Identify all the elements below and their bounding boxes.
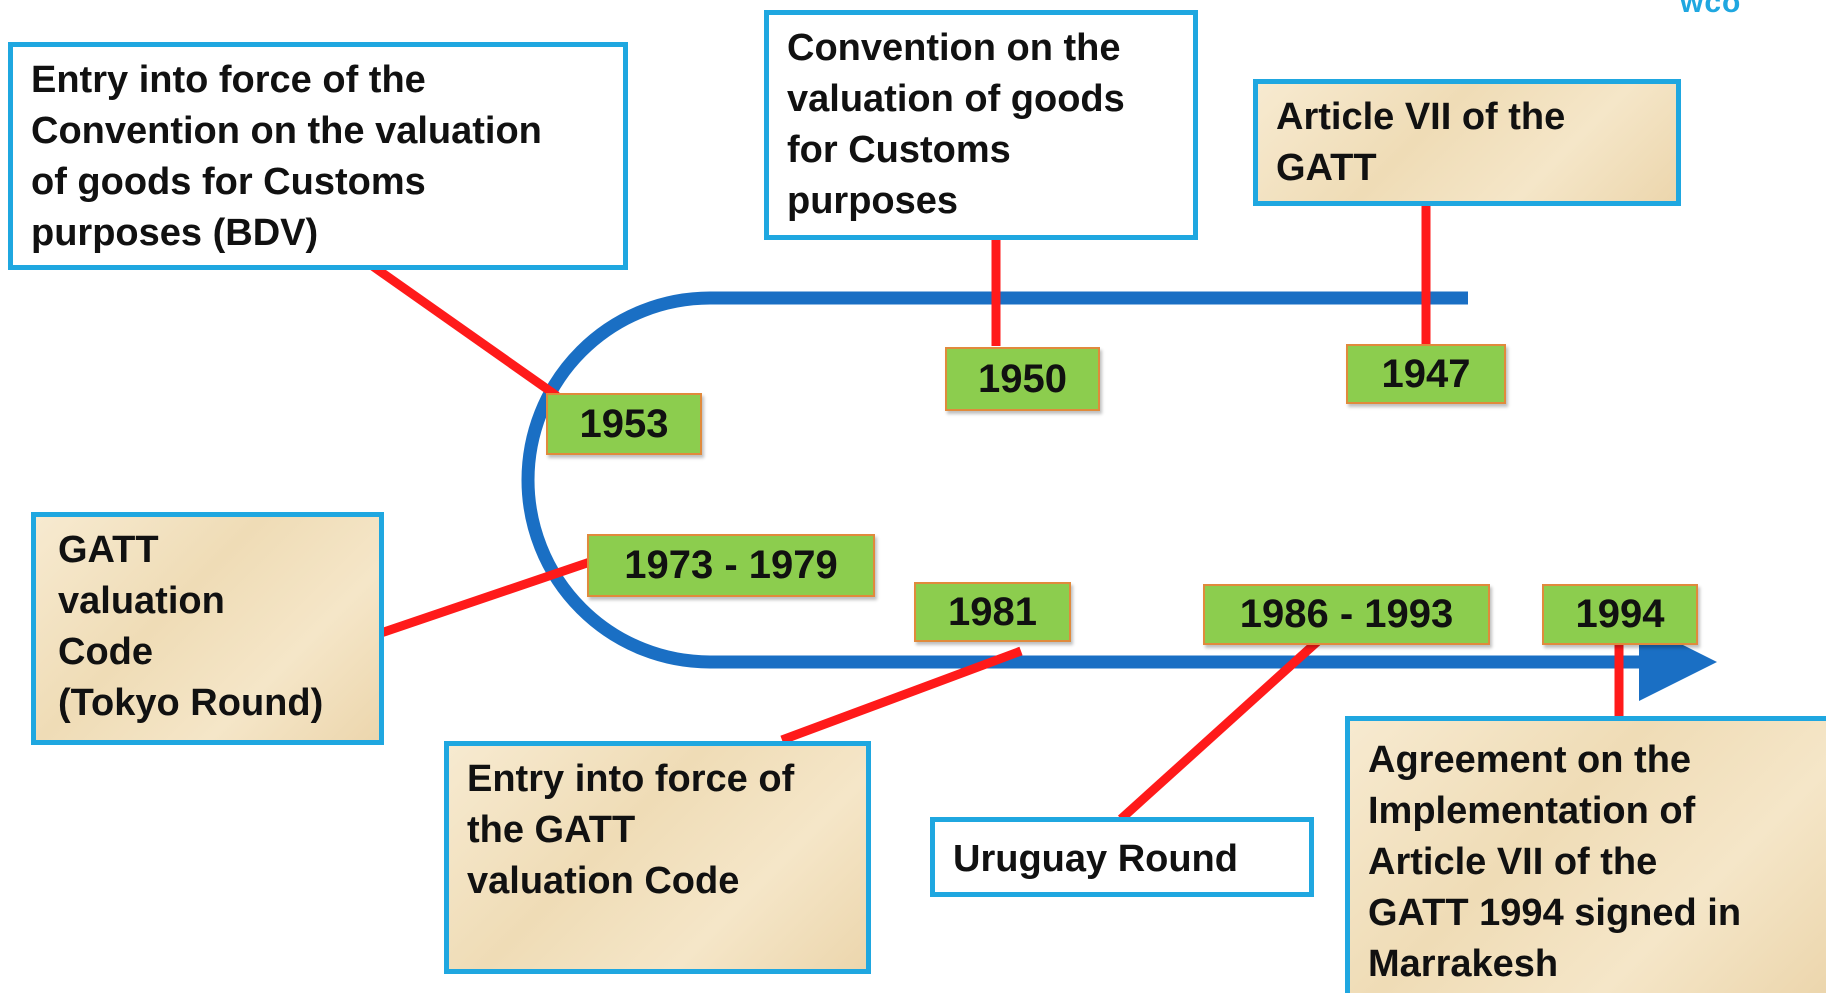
event-gatt-valuation-code: GATT valuation Code (Tokyo Round)	[31, 512, 384, 745]
event-bdv-entry: Entry into force of the Convention on th…	[8, 42, 628, 270]
event-article-vii: Article VII of the GATT	[1253, 79, 1681, 206]
year-1986-1993: 1986 - 1993	[1203, 584, 1490, 645]
year-1973-1979: 1973 - 1979	[587, 534, 875, 597]
event-convention: Convention on the valuation of goods for…	[764, 10, 1198, 240]
timeline-track	[521, 291, 1717, 701]
connector-1973-1979	[379, 557, 592, 638]
year-1953: 1953	[546, 393, 702, 455]
event-marrakesh-agreement: Agreement on the Implementation of Artic…	[1345, 716, 1826, 993]
year-1981: 1981	[914, 582, 1071, 642]
year-1994: 1994	[1542, 584, 1698, 645]
year-1950: 1950	[945, 347, 1100, 411]
connector-1953	[361, 256, 560, 400]
event-gatt-code-entry: Entry into force of the GATT valuation C…	[444, 741, 871, 974]
connector-1986-1993	[1117, 637, 1322, 823]
wco-logo: wco	[1680, 0, 1742, 19]
year-1947: 1947	[1346, 344, 1506, 404]
connector-1981	[780, 646, 1023, 745]
event-uruguay-round: Uruguay Round	[930, 817, 1314, 897]
